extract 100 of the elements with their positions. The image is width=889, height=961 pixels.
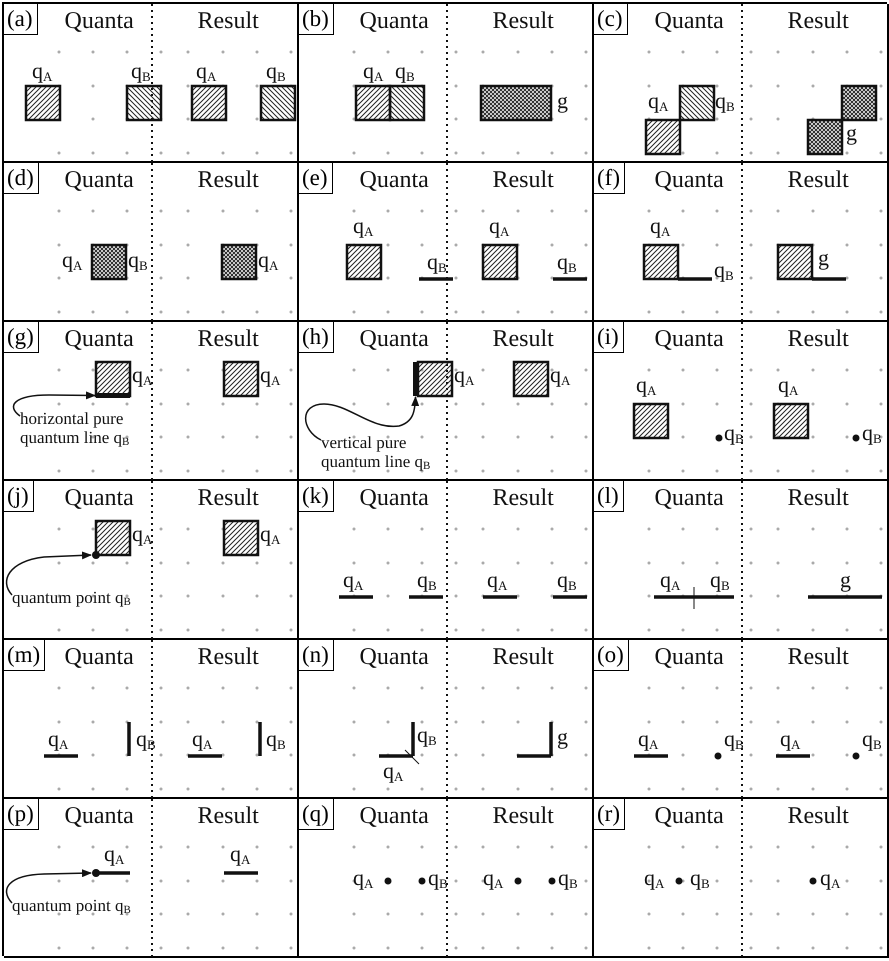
column-heading: Result [492, 9, 554, 33]
symbol-label: q$_{B}$ [862, 422, 882, 445]
leader-arrow [6, 869, 92, 904]
symbol-label: q$_{B}$ [417, 724, 437, 747]
symbol-label: q$_{A}$ [132, 364, 152, 387]
symbol-label: q$_{B}$ [395, 60, 415, 83]
column-heading: Result [492, 486, 554, 510]
symbol-label: q$_{A}$ [483, 867, 504, 890]
column-heading: Quanta [654, 9, 724, 33]
column-heading: Quanta [654, 804, 724, 828]
panel-letter: (a) [4, 4, 38, 35]
symbol-label: q$_{A}$ [454, 364, 474, 387]
column-heading: Quanta [654, 486, 724, 510]
column-heading: Result [788, 168, 849, 192]
symbol-label: q$_{A}$ [353, 215, 374, 238]
symbol-label: q$_{A}$ [820, 867, 840, 890]
symbol-label: g [557, 726, 568, 748]
panel-letter: (q) [299, 799, 334, 830]
panel-letter: (j) [4, 481, 34, 512]
panel-letter: (m) [4, 640, 46, 671]
callout-text: vertical pure quantum line q$_{B}$ [321, 434, 441, 472]
column-heading: Quanta [360, 9, 429, 33]
symbol-label: q$_{A}$ [32, 60, 52, 83]
column-heading: Result [788, 327, 849, 351]
column-heading: Result [198, 804, 259, 828]
symbol-label: g [818, 247, 829, 269]
symbol-label: q$_{B}$ [427, 251, 447, 274]
symbol-label: q$_{B}$ [690, 867, 710, 890]
column-heading: Result [492, 645, 554, 669]
symbol-label: q$_{A}$ [132, 523, 152, 546]
panel-letter: (e) [299, 163, 333, 194]
symbol-label: q$_{B}$ [715, 90, 735, 113]
panel-letter: (f) [594, 163, 625, 194]
symbol-label: q$_{A}$ [343, 569, 364, 592]
column-heading: Result [198, 9, 259, 33]
symbol-label: q$_{B}$ [417, 569, 437, 592]
column-heading: Result [788, 486, 849, 510]
panel-letter: (d) [4, 163, 39, 194]
symbol-label: q$_{B}$ [131, 60, 151, 83]
panel-letter: (r) [594, 799, 625, 830]
symbol-label: q$_{B}$ [266, 728, 286, 751]
column-heading: Quanta [64, 327, 134, 351]
column-heading: Result [198, 486, 259, 510]
column-heading: Quanta [64, 486, 134, 510]
symbol-label: q$_{A}$ [230, 843, 250, 866]
symbol-label: q$_{A}$ [550, 364, 570, 387]
symbol-label: q$_{A}$ [62, 249, 82, 272]
symbol-label: g [846, 122, 857, 144]
column-heading: Result [198, 168, 259, 192]
symbol-label: q$_{A}$ [780, 728, 800, 751]
symbol-label: q$_{A}$ [644, 867, 664, 890]
symbol-label: q$_{B}$ [428, 867, 448, 890]
symbol-label: q$_{A}$ [660, 569, 680, 592]
symbol-label: g [557, 90, 568, 112]
column-heading: Result [788, 645, 849, 669]
column-heading: Result [788, 804, 849, 828]
symbol-label: q$_{A}$ [353, 867, 374, 890]
panel-letter: (p) [4, 799, 39, 830]
symbol-label: q$_{A}$ [487, 569, 508, 592]
symbol-label: q$_{A}$ [778, 374, 798, 397]
symbol-label: q$_{A}$ [196, 60, 216, 83]
column-heading: Quanta [654, 645, 724, 669]
callout-text: quantum point q$_{B}$ [12, 589, 131, 608]
panel-letter: (l) [594, 481, 624, 512]
column-heading: Result [492, 327, 554, 351]
symbol-label: q$_{A}$ [636, 374, 656, 397]
symbol-label: q$_{A}$ [650, 215, 670, 238]
column-heading: Quanta [64, 645, 134, 669]
symbol-label: q$_{A}$ [260, 523, 280, 546]
column-heading: Quanta [64, 804, 134, 828]
panel-letter: (b) [299, 4, 334, 35]
column-heading: Result [492, 168, 554, 192]
symbol-label: q$_{B}$ [714, 259, 734, 282]
symbol-label: g [840, 569, 851, 591]
panel-letter: (c) [594, 4, 628, 35]
leader-arrow [12, 391, 96, 417]
leader-arrow [304, 396, 420, 441]
column-heading: Quanta [360, 804, 429, 828]
symbol-label: q$_{B}$ [710, 569, 730, 592]
symbol-label: q$_{A}$ [638, 728, 658, 751]
quantum-point [92, 869, 100, 877]
callout-text: horizontal pure quantum line q$_{B}$ [20, 410, 150, 448]
symbol-label: q$_{A}$ [383, 760, 404, 783]
symbol-label: q$_{A}$ [258, 249, 278, 272]
symbol-label: q$_{B}$ [557, 251, 577, 274]
panel-letter: (i) [594, 322, 624, 353]
symbol-label: q$_{A}$ [363, 60, 384, 83]
symbol-label: q$_{A}$ [104, 843, 124, 866]
symbol-label: q$_{A}$ [489, 215, 510, 238]
symbol-label: q$_{A}$ [648, 90, 668, 113]
column-heading: Result [492, 804, 554, 828]
symbol-label: q$_{A}$ [48, 728, 68, 751]
quantum-point [92, 551, 100, 559]
panel-letter: (k) [299, 481, 334, 512]
symbol-label: q$_{B}$ [128, 249, 148, 272]
symbol-label: q$_{B}$ [862, 728, 882, 751]
column-heading: Quanta [360, 486, 429, 510]
column-heading: Quanta [360, 645, 429, 669]
column-heading: Quanta [654, 168, 724, 192]
column-heading: Quanta [64, 168, 134, 192]
